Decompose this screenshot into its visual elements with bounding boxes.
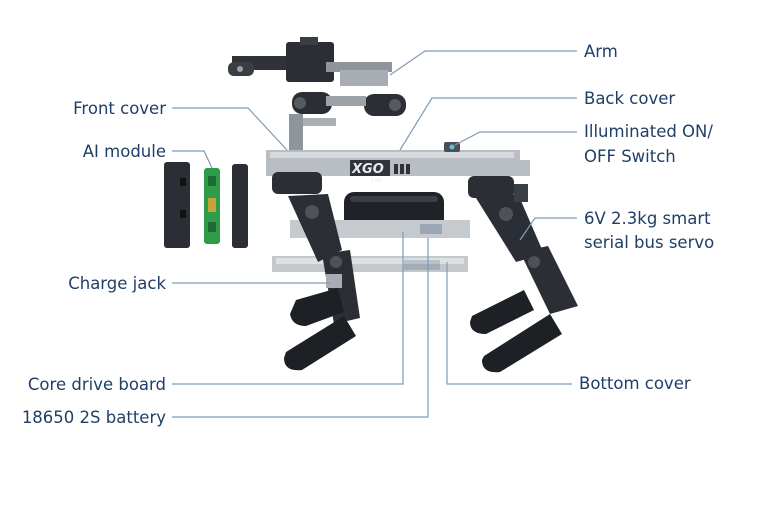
bottom-cover-label: Bottom cover bbox=[579, 374, 691, 393]
product-submark: Lite bbox=[371, 177, 382, 184]
switch-label-line2: OFF Switch bbox=[584, 147, 676, 166]
arm-part bbox=[228, 37, 406, 150]
arm-label: Arm bbox=[584, 42, 618, 61]
servo-label-line2: serial bus servo bbox=[584, 233, 714, 252]
callout-labels: Arm Back cover Illuminated ON/ OFF Switc… bbox=[22, 42, 714, 427]
ai-module-label: AI module bbox=[83, 142, 166, 161]
core-drive-board-leader bbox=[172, 232, 404, 385]
front-cover-leader bbox=[172, 107, 288, 151]
servo-label-line1: 6V 2.3kg smart bbox=[584, 209, 711, 228]
servo-leader bbox=[519, 217, 577, 241]
ai-module-part bbox=[164, 162, 248, 248]
switch-label-line1: Illuminated ON/ bbox=[584, 122, 713, 141]
robot-dog-illustration: XGO Lite bbox=[164, 37, 578, 373]
back-cover-label: Back cover bbox=[584, 89, 675, 108]
ai-module-leader bbox=[172, 150, 213, 169]
front-leg-part bbox=[272, 172, 360, 371]
bottom-cover-leader bbox=[446, 262, 572, 385]
arm-leader bbox=[389, 50, 577, 76]
leader-lines bbox=[172, 50, 577, 418]
battery-leader bbox=[172, 238, 429, 418]
charge-jack-label: Charge jack bbox=[68, 274, 166, 293]
front-cover-label: Front cover bbox=[73, 99, 166, 118]
product-mark: XGO bbox=[351, 162, 384, 177]
battery-label: 18650 2S battery bbox=[22, 408, 166, 427]
back-cover-leader bbox=[399, 97, 577, 151]
core-drive-board-label: Core drive board bbox=[28, 375, 166, 394]
bottom-cover-part bbox=[272, 220, 470, 272]
switch-leader bbox=[454, 131, 577, 146]
back-cover-part: XGO Lite bbox=[266, 142, 530, 184]
rear-leg-part bbox=[468, 176, 578, 373]
